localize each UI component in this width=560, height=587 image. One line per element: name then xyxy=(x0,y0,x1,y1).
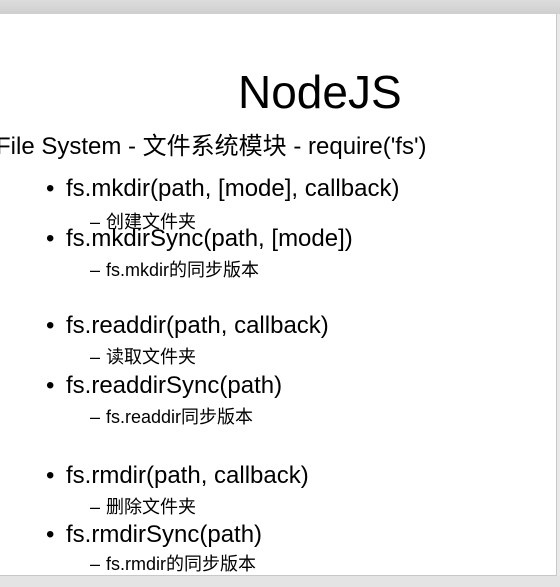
api-description: fs.rmdir的同步版本 xyxy=(106,554,256,574)
api-signature: fs.readdirSync(path) xyxy=(66,372,283,399)
slide-subtitle: File System - 文件系统模块 - require('fs') xyxy=(0,133,427,160)
window-top-bar xyxy=(0,0,560,14)
list-item: • fs.mkdirSync(path, [mode]) xyxy=(46,224,353,254)
list-item-description: –删除文件夹 xyxy=(90,495,196,519)
list-item-description: –读取文件夹 xyxy=(90,345,196,369)
api-description: 读取文件夹 xyxy=(106,347,196,367)
list-item-description: –fs.readdir同步版本 xyxy=(90,405,253,429)
window-bottom-strip xyxy=(0,576,560,587)
bullet-icon: • xyxy=(46,175,55,202)
api-description: fs.readdir同步版本 xyxy=(106,407,254,427)
api-description: 创建文件夹 xyxy=(106,212,196,232)
list-item: • fs.mkdir(path, [mode], callback) xyxy=(46,174,399,204)
api-description: fs.mkdir的同步版本 xyxy=(106,260,259,280)
api-signature: fs.rmdirSync(path) xyxy=(66,521,263,548)
list-item: • fs.rmdir(path, callback) xyxy=(46,461,309,491)
dash-icon: – xyxy=(90,260,101,280)
bullet-icon: • xyxy=(46,312,55,339)
list-item: • fs.rmdirSync(path) xyxy=(46,520,262,550)
list-item-description: –fs.rmdir的同步版本 xyxy=(90,552,256,575)
api-signature: fs.mkdir(path, [mode], callback) xyxy=(66,175,400,202)
dash-icon: – xyxy=(90,212,101,232)
list-item-description: –创建文件夹 xyxy=(90,210,196,234)
list-item: • fs.readdir(path, callback) xyxy=(46,311,329,341)
bullet-icon: • xyxy=(46,462,55,489)
dash-icon: – xyxy=(90,347,101,367)
api-signature: fs.mkdirSync(path, [mode]) xyxy=(66,225,353,252)
slide-title: NodeJS xyxy=(238,66,402,118)
api-signature: fs.rmdir(path, callback) xyxy=(66,462,309,489)
bullet-icon: • xyxy=(46,521,55,548)
list-item: • fs.readdirSync(path) xyxy=(46,371,282,401)
list-item-description: –fs.mkdir的同步版本 xyxy=(90,258,259,282)
dash-icon: – xyxy=(90,407,101,427)
api-description: 删除文件夹 xyxy=(106,497,196,517)
bullet-icon: • xyxy=(46,372,55,399)
dash-icon: – xyxy=(90,554,101,574)
slide-canvas: NodeJS File System - 文件系统模块 - require('f… xyxy=(0,14,557,576)
bullet-icon: • xyxy=(46,225,55,252)
api-signature: fs.readdir(path, callback) xyxy=(66,312,329,339)
dash-icon: – xyxy=(90,497,101,517)
